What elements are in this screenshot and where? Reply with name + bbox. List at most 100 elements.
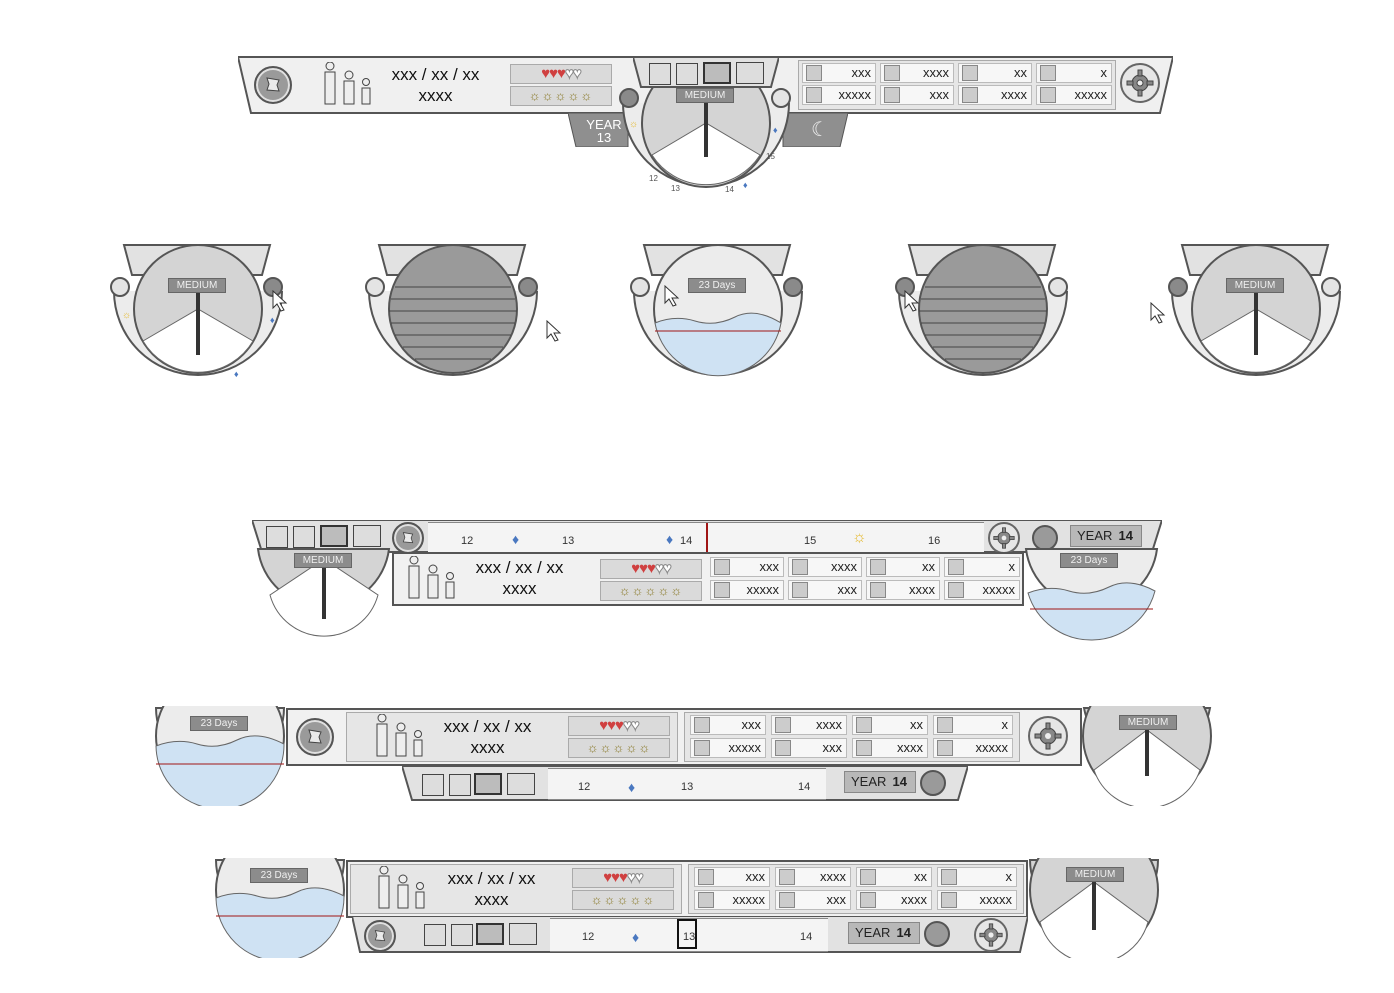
stat-cell: xxxxx — [944, 580, 1020, 600]
date-line: xxx / xx / xx — [475, 558, 564, 577]
year-number: 13 — [596, 130, 612, 145]
timeline-tick: 13 — [681, 781, 694, 793]
stat-cell: xx — [856, 867, 932, 887]
speed-label: MEDIUM — [168, 278, 226, 293]
stat-cell: xxx — [788, 580, 862, 600]
dial-shape — [368, 244, 538, 376]
dial-right-knob[interactable] — [1048, 277, 1068, 297]
year-caption: YEAR — [851, 774, 887, 789]
svg-text:♦: ♦ — [773, 125, 778, 135]
health-hearts: ♥♥♥♥♥ — [568, 716, 670, 736]
dial-right-knob[interactable] — [771, 88, 791, 108]
dial-variant-1: ☼ ♦ ♦ MEDIUM — [110, 243, 290, 393]
fastest-forward-button[interactable] — [509, 923, 537, 945]
timeline-track[interactable]: 12 13 14 ♦ — [550, 918, 828, 952]
dial-right-knob[interactable] — [518, 277, 538, 297]
fast-forward-button[interactable] — [474, 773, 502, 795]
current-day-marker[interactable] — [677, 919, 697, 949]
scroll-logo-icon[interactable] — [254, 66, 292, 104]
health-hearts: ♥♥♥♥♥ — [600, 559, 702, 579]
stat-cell: xxxx — [771, 715, 847, 735]
speed-label: MEDIUM — [1119, 715, 1177, 730]
play-button[interactable] — [293, 526, 315, 548]
stat-cell: xx — [958, 63, 1032, 83]
moon-icon[interactable]: ☾ — [811, 119, 829, 141]
stat-cell: xxxx — [852, 738, 928, 758]
settings-gear-icon[interactable] — [988, 522, 1020, 554]
current-time-marker[interactable] — [706, 523, 708, 553]
date-display: xxx / xx / xx xxxx — [462, 557, 577, 599]
water-dial — [1024, 548, 1159, 641]
scroll-logo-icon[interactable] — [296, 718, 334, 756]
rain-drop-icon: ♦ — [666, 531, 674, 547]
settings-gear-icon[interactable] — [974, 918, 1008, 952]
settings-gear-icon[interactable] — [1120, 63, 1160, 103]
dial-right-knob[interactable] — [783, 277, 803, 297]
fast-forward-button[interactable] — [476, 923, 504, 945]
speed-label: MEDIUM — [1226, 278, 1284, 293]
stat-cell: xxxx — [866, 580, 940, 600]
dial-left-knob[interactable] — [110, 277, 130, 297]
stat-cell: xxxxx — [694, 890, 770, 910]
timeline-tick: 14 — [800, 931, 813, 943]
weather-suns: ☼☼☼☼☼ — [568, 738, 670, 758]
dial-left-knob[interactable] — [365, 277, 385, 297]
settings-gear-icon[interactable] — [1028, 716, 1068, 756]
timeline-track[interactable]: 12 13 14 ♦ — [548, 768, 826, 800]
stat-cell: xxxxx — [933, 738, 1013, 758]
svg-text:☼: ☼ — [122, 310, 131, 321]
stat-cell: xxxx — [775, 867, 851, 887]
play-button[interactable] — [451, 924, 473, 946]
speed-dial — [1082, 706, 1212, 806]
speed-label: MEDIUM — [1066, 867, 1124, 882]
stat-cell: xxx — [771, 738, 847, 758]
pause-button[interactable] — [266, 526, 288, 548]
weather-suns: ☼☼☼☼☼ — [510, 86, 612, 106]
timeline-tick: 12 — [461, 535, 474, 547]
fast-forward-button[interactable] — [320, 525, 348, 547]
weather-suns: ☼☼☼☼☼ — [572, 890, 674, 910]
dial-left-knob[interactable] — [619, 88, 639, 108]
svg-text:♦: ♦ — [743, 180, 748, 190]
fastest-forward-button[interactable] — [736, 62, 764, 84]
moon-icon[interactable] — [924, 921, 950, 947]
hud-variant-top: xxx / xx / xx xxxx ♥♥♥♥♥ ☼☼☼☼☼ xxx xxxx … — [238, 55, 1173, 215]
date-display: xxx / xx / xx xxxx — [378, 64, 493, 106]
stat-cell: xxxxx — [690, 738, 766, 758]
mouse-cursor-icon — [272, 290, 288, 312]
stat-cell: x — [944, 557, 1020, 577]
stat-cell: x — [937, 867, 1017, 887]
mouse-cursor-icon — [664, 285, 680, 307]
svg-text:♦: ♦ — [234, 369, 239, 379]
scroll-logo-icon[interactable] — [364, 920, 396, 952]
fastest-forward-button[interactable] — [353, 525, 381, 547]
stat-cell: xxxx — [856, 890, 932, 910]
speed-dial — [256, 548, 391, 637]
mouse-cursor-icon — [546, 320, 562, 342]
pause-button[interactable] — [422, 774, 444, 796]
fast-forward-button[interactable] — [703, 62, 731, 84]
hud-variant-compact-a: 23 Days xxx / xx / xx xxxx ♥♥♥♥♥ ☼☼☼☼☼ x… — [152, 706, 1214, 806]
scroll-logo-icon[interactable] — [392, 522, 424, 554]
year-caption: YEAR — [586, 117, 622, 132]
year-number: 14 — [896, 925, 911, 940]
moon-icon[interactable] — [920, 770, 946, 796]
pause-button[interactable] — [424, 924, 446, 946]
time-dial: 12 13 14 15 ♦ ♦ ☼ — [622, 83, 790, 194]
rain-drop-icon: ♦ — [632, 929, 640, 945]
dial-left-knob[interactable] — [630, 277, 650, 297]
weather-suns: ☼☼☼☼☼ — [600, 581, 702, 601]
stat-cell: xxxxx — [710, 580, 784, 600]
play-button[interactable] — [449, 774, 471, 796]
play-button[interactable] — [676, 63, 698, 85]
fastest-forward-button[interactable] — [507, 773, 535, 795]
year-caption: YEAR — [1077, 528, 1113, 543]
year-number: 14 — [892, 774, 907, 789]
dial-right-knob[interactable] — [1321, 277, 1341, 297]
year-line: xxxx — [418, 86, 453, 105]
dial-variant-2 — [365, 243, 545, 393]
pause-button[interactable] — [649, 63, 671, 85]
dial-left-knob[interactable] — [1168, 277, 1188, 297]
timeline-track[interactable]: 12 13 14 15 16 ♦ ♦ ☼ — [428, 522, 984, 554]
